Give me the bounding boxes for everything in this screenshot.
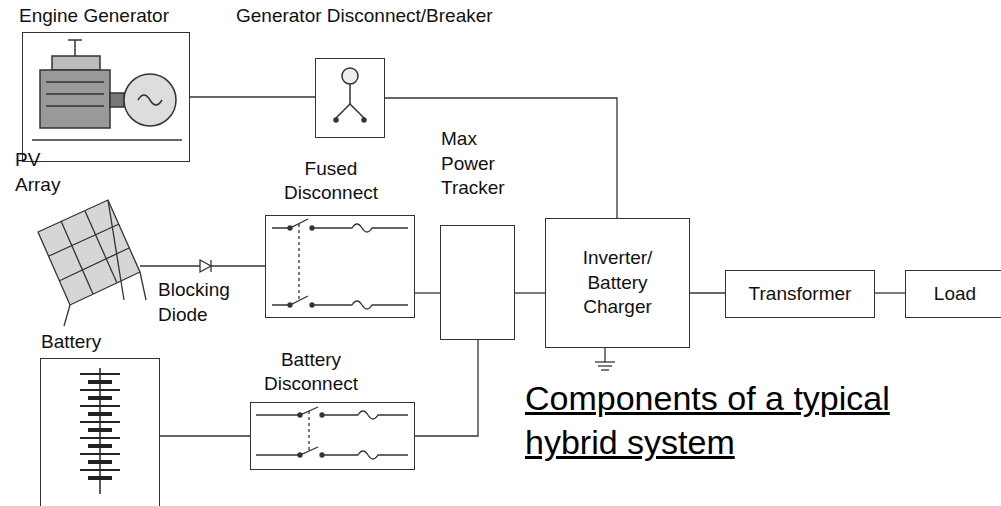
battery-plate bbox=[80, 469, 120, 471]
engine-generator-picture-stroke bbox=[110, 93, 124, 107]
battery-plate bbox=[88, 460, 112, 464]
battery-switch-symbol-stroke bbox=[322, 411, 408, 419]
battery-plate bbox=[88, 412, 112, 416]
pv-panel bbox=[38, 200, 146, 326]
load-box: Load bbox=[905, 270, 1001, 318]
breaker-symbol-stroke bbox=[336, 104, 364, 118]
box-heading: Battery Disconnect bbox=[251, 348, 371, 397]
pv-panel-stroke bbox=[61, 221, 93, 294]
ground-symbol-stroke bbox=[604, 348, 605, 362]
engine-generator-picture-stroke bbox=[138, 95, 162, 105]
box-label: Load bbox=[934, 282, 976, 307]
box-heading: Engine Generator bbox=[19, 4, 169, 29]
wire-connector bbox=[875, 292, 905, 293]
battery-cells bbox=[80, 368, 120, 494]
breaker-symbol-stroke bbox=[334, 118, 338, 122]
diode-label: Blocking Diode bbox=[158, 278, 253, 327]
battery-switch-symbol-stroke bbox=[308, 411, 309, 451]
box-heading: Battery bbox=[41, 330, 101, 355]
engine-generator-picture-stroke bbox=[32, 139, 182, 141]
fused-switch-symbol bbox=[272, 219, 408, 309]
wire-connector bbox=[690, 292, 725, 293]
fused-switch-symbol-stroke bbox=[298, 224, 299, 300]
engine-generator-picture-stroke bbox=[46, 93, 104, 95]
battery-plate bbox=[80, 421, 120, 423]
breaker-symbol-stroke bbox=[362, 118, 366, 122]
battery-plate bbox=[80, 405, 120, 407]
breaker-symbol bbox=[334, 68, 366, 122]
fused-switch-symbol-stroke bbox=[288, 303, 292, 307]
box-heading: Max Power Tracker bbox=[441, 127, 521, 201]
box-label: Inverter/ Battery Charger bbox=[566, 246, 670, 320]
wire-connector bbox=[160, 435, 250, 436]
battery-plate bbox=[80, 437, 120, 439]
battery-plate bbox=[88, 380, 112, 384]
wire-connector bbox=[415, 340, 478, 436]
pv-wire-stroke bbox=[211, 265, 265, 266]
diode-symbol bbox=[200, 260, 211, 272]
engine-generator-picture-stroke bbox=[52, 56, 100, 70]
engine-generator-picture bbox=[32, 40, 182, 140]
battery-plate bbox=[88, 428, 112, 432]
diode-symbol-stroke bbox=[200, 260, 211, 272]
generator-box: Engine Generator bbox=[22, 32, 190, 162]
pv-panel-stroke bbox=[49, 224, 119, 256]
engine-generator-picture-stroke bbox=[68, 39, 82, 41]
fused-switch-symbol-stroke bbox=[312, 301, 408, 309]
battery-switch-symbol bbox=[256, 407, 408, 459]
battery-switch-symbol-stroke bbox=[322, 451, 408, 459]
battery-plate bbox=[88, 444, 112, 448]
fused-switch-symbol-stroke bbox=[312, 224, 408, 232]
battery-plate bbox=[80, 389, 120, 391]
wire-connector bbox=[515, 292, 545, 293]
engine-generator-picture-stroke bbox=[40, 70, 110, 128]
engine-generator-picture-stroke bbox=[74, 40, 76, 56]
battery-box: Battery bbox=[40, 358, 160, 506]
battery-switch-symbol-stroke bbox=[298, 453, 302, 457]
fused-switch-symbol-stroke bbox=[288, 226, 292, 230]
box-heading: Generator Disconnect/Breaker bbox=[236, 4, 493, 29]
disconnect-box: Fused Disconnect bbox=[265, 215, 415, 318]
ground-symbol-stroke bbox=[601, 369, 609, 370]
disconnect-box: Battery Disconnect bbox=[250, 402, 415, 470]
battery-plate bbox=[80, 453, 120, 455]
pv-panel-stroke bbox=[140, 272, 146, 300]
tracker-box: Max Power Tracker bbox=[440, 225, 515, 340]
pv-panel-stroke bbox=[64, 305, 70, 326]
pv-panel-stroke bbox=[38, 200, 140, 305]
array-label: PV Array bbox=[15, 148, 77, 197]
battery-switch-symbol-stroke bbox=[298, 413, 302, 417]
breaker-box: Generator Disconnect/Breaker bbox=[315, 58, 385, 138]
battery-plate bbox=[88, 476, 112, 480]
box-heading: Fused Disconnect bbox=[271, 157, 391, 206]
pv-panel-stroke bbox=[108, 200, 124, 300]
ground-symbol-stroke bbox=[598, 365, 612, 366]
engine-generator-picture-stroke bbox=[124, 74, 176, 126]
battery-plate bbox=[88, 396, 112, 400]
diode-symbol-stroke bbox=[210, 260, 211, 272]
battery-plate bbox=[80, 373, 120, 375]
pv-wire-stroke bbox=[140, 265, 200, 266]
figure-title: Components of a typical hybrid system bbox=[525, 376, 990, 464]
ground-symbol bbox=[595, 348, 615, 370]
inverter-box: Inverter/ Battery Charger bbox=[545, 218, 690, 348]
wire-connector bbox=[415, 292, 440, 293]
transformer-box: Transformer bbox=[725, 270, 875, 318]
pv-panel-stroke bbox=[85, 211, 117, 283]
box-label: Transformer bbox=[749, 282, 852, 307]
wire-connector bbox=[385, 98, 617, 218]
engine-generator-picture-stroke bbox=[46, 105, 104, 107]
engine-generator-picture-stroke bbox=[46, 81, 104, 83]
breaker-symbol-stroke bbox=[349, 84, 351, 104]
breaker-symbol-stroke bbox=[342, 68, 358, 84]
ground-symbol-stroke bbox=[595, 361, 615, 362]
wire-connector bbox=[190, 96, 315, 97]
